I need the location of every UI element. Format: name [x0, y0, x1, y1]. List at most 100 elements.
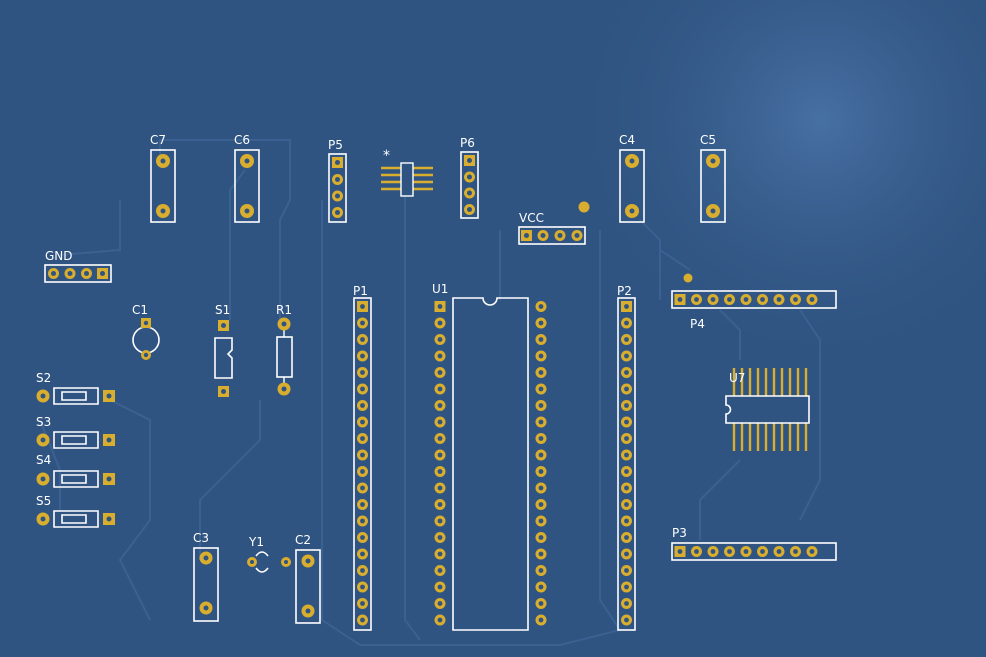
- p2-pads-pad-18-hole: [624, 584, 629, 590]
- p1-pads-pad-7-hole: [360, 403, 365, 408]
- u1-left-pad-4-hole: [437, 353, 443, 359]
- u1-left-pad-20-hole: [437, 617, 443, 623]
- label-p5: P5: [328, 138, 343, 152]
- label-c1: C1: [132, 303, 148, 317]
- p2-pads-pad-11-hole: [624, 469, 629, 474]
- header-p1: P1: [353, 284, 372, 631]
- p4-pads: [674, 294, 818, 305]
- capacitor-c5: C5: [700, 133, 726, 223]
- u1-right-pad-10-hole: [538, 452, 544, 458]
- switch-s5: S5: [36, 494, 115, 528]
- u1-right-pad-20-hole: [538, 617, 544, 623]
- switch-s4: S4: [36, 453, 115, 488]
- header-p6: P6: [460, 136, 479, 219]
- p1-pads-pad-11-hole: [360, 469, 365, 474]
- p1-pads-pad-15-hole: [360, 535, 365, 540]
- p3-pads-pad-8-hole: [793, 549, 798, 554]
- u1-left-pad-18-hole: [437, 584, 443, 590]
- u1-right-pad-11-hole: [538, 469, 544, 474]
- pin1-marker: *: [383, 148, 390, 164]
- u1-left-pad-5-hole: [437, 370, 443, 375]
- p1-pads-pad-18-hole: [360, 584, 365, 590]
- p4-pads-pad-1-hole: [677, 297, 683, 302]
- p4-pads-pad-9-hole: [809, 297, 815, 302]
- p2-pads-pad-5-hole: [624, 370, 629, 375]
- p2-pads-pad-7-hole: [624, 403, 629, 408]
- p1-pads-pad-13-hole: [360, 502, 365, 507]
- u1-left-pad-16-hole: [437, 551, 443, 557]
- p1-pads-pad-4-hole: [360, 353, 365, 359]
- u1-right-pad-9-hole: [538, 436, 544, 441]
- u1-right-pad-19-hole: [538, 601, 544, 606]
- p4-pads-pad-4-hole: [727, 297, 732, 302]
- p3-pads-pad-7-hole: [776, 549, 782, 554]
- label-c6: C6: [234, 133, 250, 147]
- p3-pads-pad-9-hole: [809, 549, 815, 554]
- label-p6: P6: [460, 136, 475, 150]
- u1-right-pad-5-hole: [538, 370, 544, 375]
- p2-pads-pad-10-hole: [624, 452, 629, 458]
- label-p1: P1: [353, 284, 368, 298]
- label-vcc: VCC: [519, 211, 544, 225]
- label-c5: C5: [700, 133, 716, 147]
- label-s3: S3: [36, 415, 51, 429]
- switch-s2: S2: [36, 371, 115, 405]
- u1-left-pad-6-hole: [437, 386, 443, 392]
- u1-left-pad-17-hole: [437, 568, 443, 573]
- p2-pads-pad-12-hole: [624, 485, 629, 491]
- p1-pads-pad-14-hole: [360, 518, 365, 524]
- p2-pads-pad-16-hole: [624, 551, 629, 557]
- p2-pads-pad-4-hole: [624, 353, 629, 359]
- switch-s3: S3: [36, 415, 115, 449]
- p4-pads-pad-3-hole: [710, 297, 716, 302]
- label-s5: S5: [36, 494, 51, 508]
- u1-right-pad-1-hole: [538, 304, 544, 309]
- p2-pads-pad-15-hole: [624, 535, 629, 540]
- p3-pads-pad-1-hole: [677, 549, 683, 554]
- p2-pads: [621, 301, 632, 626]
- p2-pads-pad-13-hole: [624, 502, 629, 507]
- u1-left-pad-12-hole: [437, 485, 443, 491]
- traces: [39, 139, 821, 646]
- p4-pads-pad-8-hole: [793, 297, 798, 302]
- p1-pads-pad-5-hole: [360, 370, 365, 375]
- u1-left-pad-9-hole: [437, 436, 443, 441]
- p1-pads-pad-20-hole: [360, 617, 365, 623]
- label-gnd: GND: [45, 249, 73, 263]
- p1-pads-pad-17-hole: [360, 568, 365, 573]
- p3-pads: [674, 546, 818, 557]
- p1-pads-pad-2-hole: [360, 320, 365, 326]
- u1-left-pad-1-hole: [437, 304, 443, 309]
- u1-left-pad-11-hole: [437, 469, 443, 474]
- u1-left-pad-19-hole: [437, 601, 443, 606]
- p1-pads-pad-3-hole: [360, 337, 365, 342]
- chip-u7: U7: [725, 368, 810, 451]
- capacitor-c2: C2: [295, 533, 321, 624]
- p1-pads-pad-19-hole: [360, 601, 365, 606]
- label-y1: Y1: [248, 535, 264, 549]
- p1-pads: [357, 301, 368, 626]
- p3-pads-pad-5-hole: [743, 549, 749, 554]
- p1-pads-pad-12-hole: [360, 485, 365, 491]
- u1-left-pad-14-hole: [437, 518, 443, 524]
- u1-pads: [434, 301, 547, 626]
- header-p5: P5: [328, 138, 347, 223]
- p4-pads-pad-6-hole: [760, 297, 765, 302]
- u1-left-pad-10-hole: [437, 452, 443, 458]
- label-s4: S4: [36, 453, 51, 467]
- label-c4: C4: [619, 133, 635, 147]
- p3-pads-pad-4-hole: [727, 549, 732, 554]
- label-p3: P3: [672, 526, 687, 540]
- u1-left-pad-2-hole: [437, 320, 443, 326]
- chip-u1: U1: [432, 282, 547, 631]
- p1-pads-pad-10-hole: [360, 452, 365, 458]
- switch-s1: S1: [214, 303, 233, 397]
- p3-pads-pad-6-hole: [760, 549, 765, 554]
- p3-pads-pad-2-hole: [694, 549, 699, 554]
- label-c3: C3: [193, 531, 209, 545]
- p4-pads-pad-7-hole: [776, 297, 782, 302]
- p2-pads-pad-1-hole: [624, 304, 629, 309]
- header-vcc: VCC: [518, 201, 590, 245]
